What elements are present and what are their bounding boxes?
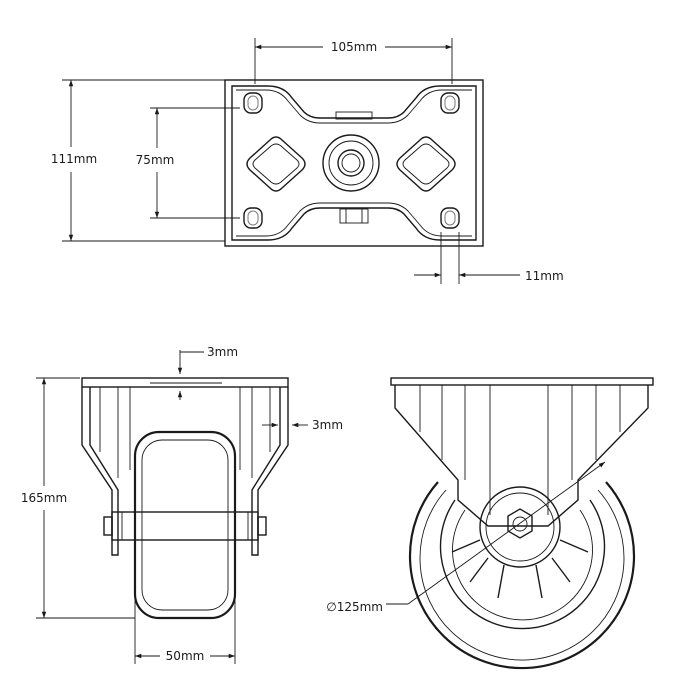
dim-hole-size: 11mm — [525, 269, 564, 283]
dim-wheel-diameter: ∅125mm — [326, 600, 383, 614]
wheel-front — [133, 430, 237, 620]
left-fork-leg — [81, 387, 119, 556]
side-view: ∅125mm — [326, 377, 654, 670]
right-fork-leg — [251, 387, 289, 556]
plate-raised-profile — [231, 85, 477, 241]
dim-hole-spacing: 75mm — [136, 153, 175, 167]
dim-top-height: 111mm — [51, 152, 97, 166]
axle-nut — [507, 508, 533, 539]
center-boss — [322, 134, 380, 192]
mounting-hole — [243, 92, 263, 114]
dim-plate-thickness: 3mm — [207, 345, 238, 359]
wheel-side-tire — [408, 481, 636, 670]
mounting-hole — [243, 207, 263, 229]
top-view: 105mm 111mm 75mm 11mm — [51, 38, 564, 284]
diamond-cutout — [246, 136, 306, 192]
front-view: 3mm 3mm 165mm 50mm — [21, 345, 343, 664]
mounting-hole — [440, 92, 460, 114]
wheel-hub — [479, 486, 561, 568]
dim-wheel-width: 50mm — [166, 649, 205, 663]
mounting-plate-outline — [224, 79, 484, 247]
mounting-hole — [440, 207, 460, 229]
side-top-plate — [390, 377, 654, 386]
mounting-holes — [243, 92, 460, 229]
diamond-cutout — [396, 136, 456, 192]
side-bracket — [394, 385, 649, 527]
wheel-rim — [439, 499, 606, 630]
dim-total-height: 165mm — [21, 491, 67, 505]
front-top-plate — [81, 377, 289, 388]
dim-top-width: 105mm — [331, 40, 377, 54]
dim-bracket-thickness: 3mm — [312, 418, 343, 432]
